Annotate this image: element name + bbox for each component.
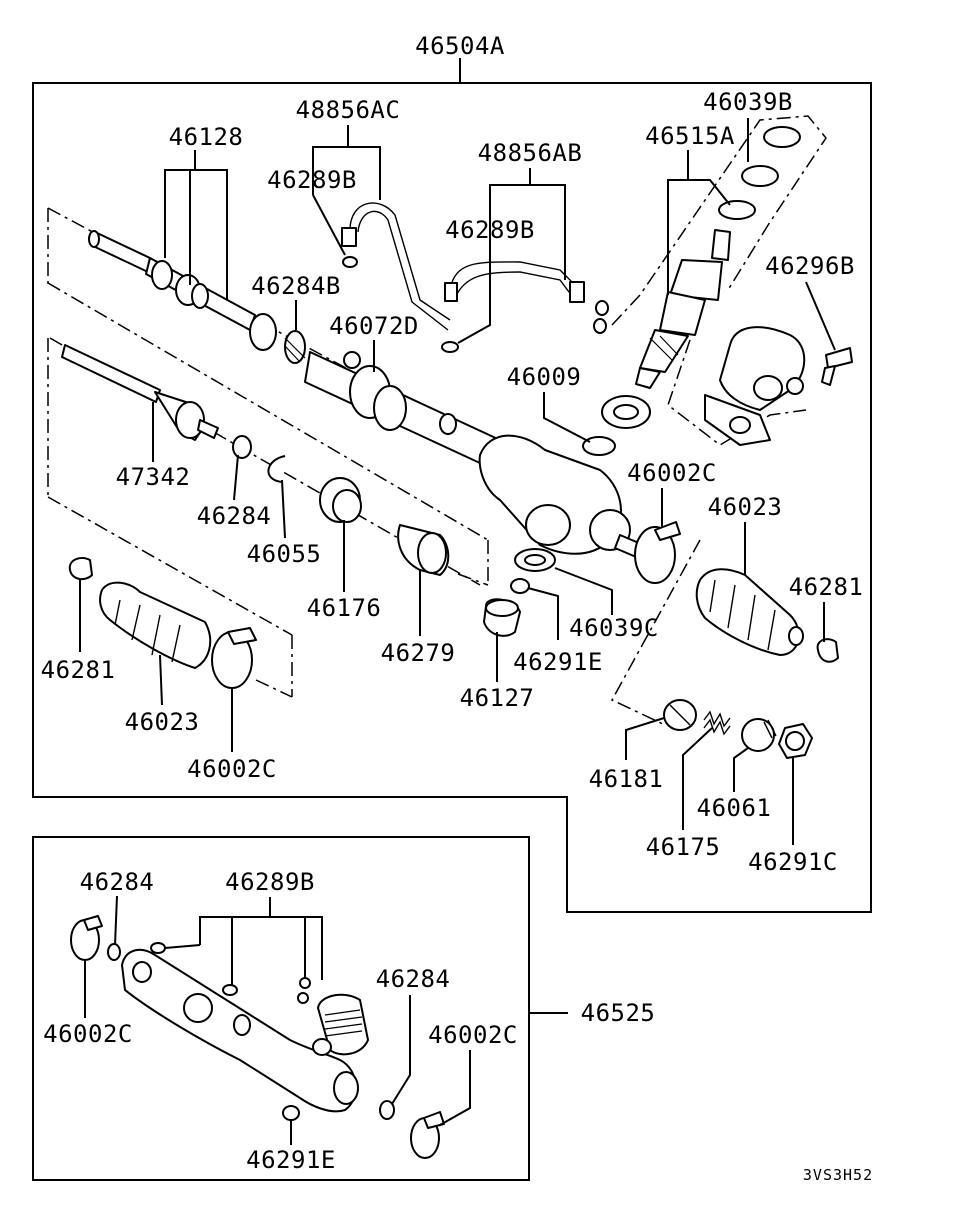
label-46279: 46279 [381,639,456,667]
oil-seal-46039C [514,548,556,572]
leader-lines-sub [84,895,471,1145]
axis-line-lower-end [255,679,293,698]
clip-46284 [232,435,252,459]
sub-clip-46284-right [379,1100,395,1120]
label-47342: 47342 [116,463,191,491]
label-46127: 46127 [460,684,535,712]
rack-bushing-46279 [397,524,450,576]
label-46002C-b: 46002C [187,755,277,783]
label-46289B-b: 46289B [445,216,535,244]
valve-housing-46296B [704,326,853,446]
label-46002C-a: 46002C [627,459,717,487]
tie-rod-47342 [61,344,219,441]
label-46181: 46181 [589,765,664,793]
o-rings-46289B [342,256,609,353]
label-46289B-a: 46289B [267,166,357,194]
label-46284-sub-a: 46284 [80,868,155,896]
label-46061: 46061 [697,794,772,822]
bushing-46128 [151,260,209,309]
lock-nut-46291C [778,723,813,759]
label-46284B: 46284B [251,272,341,300]
axis-line-mid [47,282,489,541]
oil-seal-46039B [718,126,801,220]
rack-stopper-46176 [319,477,362,523]
label-46281-b: 46281 [41,656,116,684]
seal-46284B [249,313,306,364]
snap-ring-46055 [267,455,286,483]
label-assembly-sub: 46525 [581,999,656,1027]
label-48856AC: 48856AC [296,96,401,124]
label-46296B: 46296B [765,252,855,280]
cylinder-line-48856AC [341,202,451,331]
leader-lines-main [79,118,836,845]
boot-band-46281-right [816,638,839,663]
sub-clip-46284-left [107,943,121,961]
axis-line-mid-end [457,573,489,586]
axis-line-lower [47,496,293,636]
rack-support-yoke-46181 [663,699,697,731]
label-46289B-sub: 46289B [225,868,315,896]
bellows-boot-46023-right [695,568,804,656]
boot-band-46002C-left [211,627,257,689]
label-46515A: 46515A [645,122,735,150]
spring-46175 [703,710,731,736]
bearing-46009 [582,395,651,456]
label-assembly-main: 46504A [415,32,505,60]
label-46291E: 46291E [513,648,603,676]
label-46128: 46128 [169,123,244,151]
label-46023-a: 46023 [708,493,783,521]
label-46291C: 46291C [748,848,838,876]
bellows-boot-46023-left [99,581,212,669]
plug-46291E [510,578,530,594]
main-assembly-frame [32,82,872,913]
sub-gear-housing [121,948,369,1113]
label-46284-sub-b: 46284 [376,965,451,993]
axis-line-pinion [611,115,827,326]
sub-assembly-frame [32,836,530,1181]
label-46284: 46284 [197,502,272,530]
diagram-code: 3VS3H52 [803,1166,873,1184]
label-46009: 46009 [507,363,582,391]
sub-o-rings-46289B [150,942,311,1004]
label-46281-a: 46281 [789,573,864,601]
label-46002C-sub-b: 46002C [428,1021,518,1049]
sub-band-46002C-right [410,1111,445,1159]
label-46291E-sub: 46291E [246,1146,336,1174]
cap-46061 [741,718,777,752]
label-46055: 46055 [247,540,322,568]
label-48856AB: 48856AB [478,139,583,167]
label-46072D: 46072D [329,312,419,340]
gear-housing [304,351,661,566]
sub-band-46002C-left [70,915,103,961]
label-46039B: 46039B [703,88,793,116]
cylinder-line-48856AB [444,261,585,303]
boot-band-46002C-right [634,521,681,584]
label-46002C-sub-a: 46002C [43,1020,133,1048]
cap-46127 [483,598,521,637]
label-46023-b: 46023 [125,708,200,736]
label-46039C: 46039C [569,614,659,642]
boot-band-46281-left [68,557,93,581]
label-46176: 46176 [307,594,382,622]
label-46175: 46175 [646,833,721,861]
sub-plug-46291E [282,1105,300,1121]
pinion-valve-46515A [635,229,731,389]
